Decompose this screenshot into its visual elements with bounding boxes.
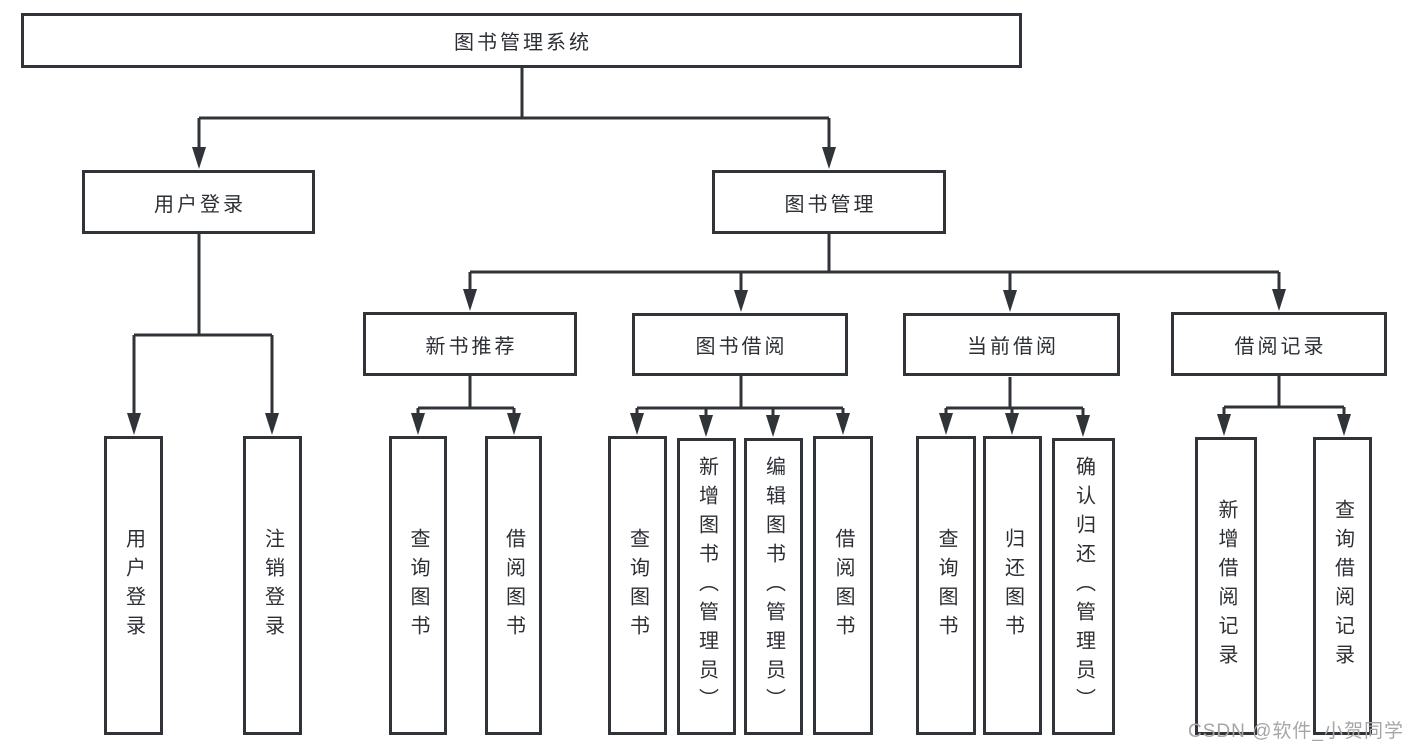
edge-book-management-children (468, 234, 1281, 291)
node-br-add-record: 新增借阅记录 (1195, 437, 1257, 735)
node-cb-query-books-label: 查询图书 (935, 527, 957, 644)
node-cb-return-books-label: 归还图书 (1001, 527, 1024, 644)
arrowhead (699, 415, 713, 437)
node-bb-add-books-admin: 新增图书（管理员） (677, 438, 736, 735)
arrowhead (734, 290, 748, 312)
node-bb-query-books: 查询图书 (608, 436, 667, 735)
arrowheads (127, 147, 1351, 437)
arrowhead (1005, 413, 1019, 435)
node-cb-confirm-return-admin: 确认归还（管理员） (1052, 438, 1115, 735)
node-new-book-recommend: 新书推荐 (363, 312, 577, 376)
node-br-query-record-label: 查询借阅记录 (1331, 499, 1354, 673)
edge-root-children (197, 68, 831, 148)
node-br-query-record: 查询借阅记录 (1313, 437, 1372, 735)
edge-user-login-children (132, 234, 274, 414)
edge-new-book-recommend-children (416, 376, 516, 414)
node-bb-edit-books-admin-label: 编辑图书（管理员） (762, 456, 785, 717)
node-bb-add-books-admin-label: 新增图书（管理员） (695, 456, 718, 717)
arrowhead (192, 147, 206, 169)
arrowhead (463, 289, 477, 311)
node-user-login: 用户登录 (82, 170, 315, 234)
arrowhead (630, 413, 644, 435)
node-logout-label: 注销登录 (261, 527, 284, 644)
node-bb-borrow-books: 借阅图书 (813, 436, 873, 735)
node-current-borrowing: 当前借阅 (903, 313, 1120, 376)
node-nbr-query-books-label: 查询图书 (407, 527, 429, 644)
arrowhead (265, 413, 279, 435)
arrowhead (127, 413, 141, 435)
arrowhead (939, 413, 953, 435)
node-nbr-borrow-books-label: 借阅图书 (502, 527, 525, 644)
node-cb-query-books: 查询图书 (916, 436, 976, 735)
node-borrowing-records: 借阅记录 (1171, 312, 1387, 376)
arrowhead (1337, 414, 1351, 436)
arrowhead (1217, 414, 1231, 436)
node-root: 图书管理系统 (21, 13, 1022, 68)
node-cb-confirm-return-admin-label: 确认归还（管理员） (1072, 456, 1095, 717)
arrowhead (411, 413, 425, 435)
arrowhead (822, 147, 836, 169)
node-login-label: 用户登录 (122, 527, 145, 644)
node-nbr-query-books: 查询图书 (389, 436, 447, 735)
arrowhead (836, 413, 850, 435)
arrowhead (1003, 290, 1017, 312)
arrowhead (507, 413, 521, 435)
arrowhead (1272, 289, 1286, 311)
arrowhead (1076, 415, 1090, 437)
arrowhead (766, 415, 780, 437)
node-nbr-borrow-books: 借阅图书 (485, 436, 542, 735)
node-bb-borrow-books-label: 借阅图书 (832, 527, 854, 644)
node-br-add-record-label: 新增借阅记录 (1215, 499, 1237, 673)
csdn-watermark: CSDN @软件_小贺同学 (1188, 721, 1404, 742)
node-logout: 注销登录 (243, 436, 302, 735)
edge-borrowing-records-children (1222, 376, 1346, 415)
node-login: 用户登录 (104, 436, 163, 735)
edge-current-borrowing-children (944, 377, 1085, 416)
edge-book-borrowing-children (635, 376, 845, 416)
node-bb-edit-books-admin: 编辑图书（管理员） (744, 438, 803, 735)
node-book-borrowing: 图书借阅 (632, 313, 848, 376)
node-book-management: 图书管理 (712, 170, 946, 234)
node-cb-return-books: 归还图书 (983, 436, 1042, 735)
node-bb-query-books-label: 查询图书 (626, 527, 649, 644)
